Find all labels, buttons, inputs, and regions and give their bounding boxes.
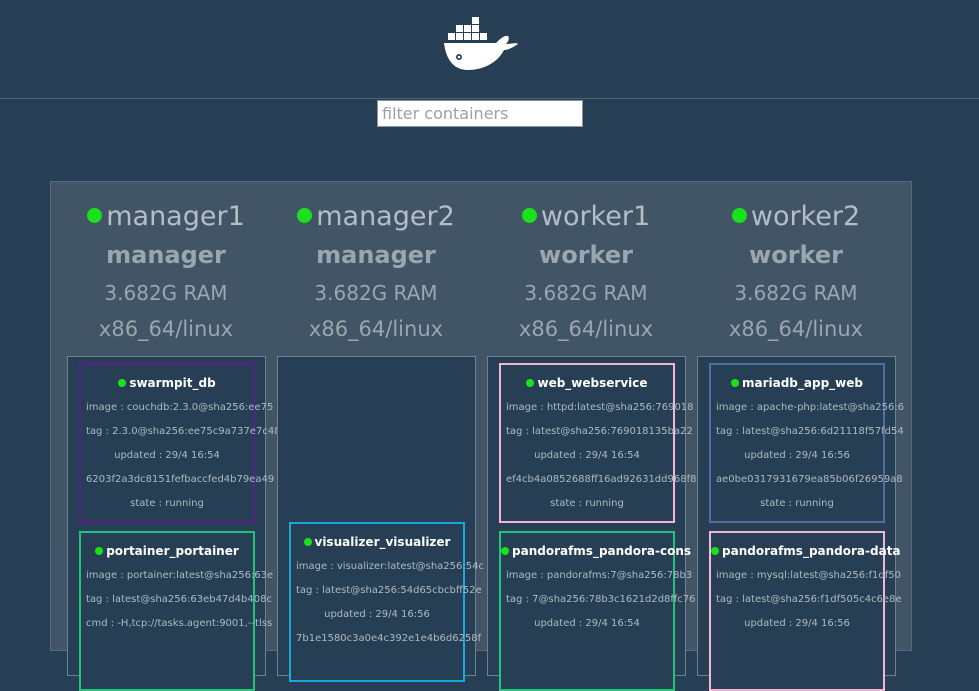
task-status-dot bbox=[303, 537, 312, 546]
node-task-list: swarmpit_db image : couchdb:2.3.0@sha256… bbox=[67, 356, 281, 691]
node-arch: x86_64/linux bbox=[518, 317, 654, 341]
task-name: pandorafms_pandora-data bbox=[722, 544, 901, 558]
node-role: worker bbox=[539, 241, 633, 269]
task-image: image : mysql:latest@sha256:f1df50 bbox=[716, 570, 901, 581]
task-card-portainer[interactable]: portainer_portainer image : portainer:la… bbox=[79, 531, 274, 691]
node-task-list: mariadb_app_web image : apache-php:lates… bbox=[697, 356, 905, 691]
task-card-pandora-data[interactable]: pandorafms_pandora-data image : mysql:la… bbox=[709, 531, 902, 691]
node-status-dot bbox=[731, 208, 747, 223]
task-name: swarmpit_db bbox=[129, 376, 216, 390]
task-updated: updated : 29/4 16:54 bbox=[534, 618, 640, 629]
task-image: image : portainer:latest@sha256:63e bbox=[86, 570, 274, 581]
filter-containers-input[interactable] bbox=[377, 100, 583, 127]
task-status-dot bbox=[711, 546, 719, 555]
node-status-dot bbox=[521, 208, 537, 223]
task-status-dot bbox=[501, 546, 509, 555]
node-arch: x86_64/linux bbox=[728, 317, 864, 341]
task-status-dot bbox=[95, 546, 104, 555]
task-id: 6203f2a3dc8151fefbaccfed4b79ea49 bbox=[86, 474, 275, 485]
node-status-dot bbox=[297, 208, 313, 223]
task-state: state : running bbox=[760, 498, 834, 509]
task-state: state : running bbox=[130, 498, 204, 509]
docker-whale-icon bbox=[444, 17, 518, 70]
node-role: manager bbox=[316, 241, 436, 269]
node-ram: 3.682G RAM bbox=[524, 281, 648, 305]
task-image: image : pandorafms:7@sha256:78b3 bbox=[506, 570, 693, 581]
task-tag: tag : latest@sha256:54d65cbcbff52e bbox=[296, 585, 482, 596]
task-name: visualizer_visualizer bbox=[314, 535, 451, 549]
task-state: state : running bbox=[550, 498, 624, 509]
node-worker2: worker2 worker 3.682G RAM x86_64/linux m… bbox=[691, 182, 904, 691]
task-tag: tag : 2.3.0@sha256:ee75c9a737e7c48 bbox=[86, 426, 281, 437]
task-name: portainer_portainer bbox=[106, 544, 239, 558]
node-arch: x86_64/linux bbox=[308, 317, 444, 341]
task-name: mariadb_app_web bbox=[741, 376, 863, 390]
task-image: image : visualizer:latest@sha256:54c bbox=[296, 561, 484, 572]
task-id: 7b1e1580c3a0e4c392e1e4b6d6258f bbox=[296, 633, 482, 644]
task-updated: updated : 29/4 16:56 bbox=[324, 609, 430, 620]
task-image: image : couchdb:2.3.0@sha256:ee75 bbox=[86, 402, 274, 413]
task-name: pandorafms_pandora-cons bbox=[512, 544, 692, 558]
node-ram: 3.682G RAM bbox=[314, 281, 438, 305]
node-name: worker2 bbox=[750, 201, 861, 232]
node-arch: x86_64/linux bbox=[98, 317, 234, 341]
node-task-list: visualizer_visualizer image : visualizer… bbox=[277, 356, 484, 682]
node-name: manager1 bbox=[106, 201, 245, 232]
task-id: ae0be0317931679ea85b06f26959a8 bbox=[716, 474, 903, 485]
task-name: web_webservice bbox=[537, 376, 648, 390]
node-name: manager2 bbox=[316, 201, 455, 232]
node-task-list: web_webservice image : httpd:latest@sha2… bbox=[487, 356, 697, 691]
node-role: manager bbox=[106, 241, 226, 269]
node-role: worker bbox=[749, 241, 843, 269]
node-status-dot bbox=[87, 208, 103, 223]
node-name: worker1 bbox=[540, 201, 651, 232]
node-ram: 3.682G RAM bbox=[734, 281, 858, 305]
task-tag: tag : latest@sha256:f1df505c4c6e8e bbox=[716, 594, 902, 605]
node-manager1: manager1 manager 3.682G RAM x86_64/linux… bbox=[61, 182, 281, 691]
task-updated: updated : 29/4 16:54 bbox=[114, 450, 220, 461]
task-card-swarmpit-db[interactable]: swarmpit_db image : couchdb:2.3.0@sha256… bbox=[79, 363, 281, 523]
node-manager2: manager2 manager 3.682G RAM x86_64/linux… bbox=[271, 182, 484, 682]
swarm-cluster: manager1 manager 3.682G RAM x86_64/linux… bbox=[50, 181, 912, 691]
task-tag: tag : latest@sha256:769018135ba22 bbox=[506, 426, 693, 437]
node-worker1: worker1 worker 3.682G RAM x86_64/linux w… bbox=[481, 182, 696, 691]
header bbox=[0, 0, 979, 99]
task-updated: updated : 29/4 16:56 bbox=[744, 450, 850, 461]
task-card-web-webservice[interactable]: web_webservice image : httpd:latest@sha2… bbox=[499, 363, 697, 523]
task-image: image : httpd:latest@sha256:769018 bbox=[506, 402, 694, 413]
node-ram: 3.682G RAM bbox=[104, 281, 228, 305]
task-image: image : apache-php:latest@sha256:6 bbox=[716, 402, 905, 413]
task-card-pandora-console[interactable]: pandorafms_pandora-cons image : pandoraf… bbox=[499, 531, 696, 691]
task-status-dot bbox=[526, 378, 535, 387]
task-updated: updated : 29/4 16:54 bbox=[534, 450, 640, 461]
task-updated: updated : 29/4 16:56 bbox=[744, 618, 850, 629]
task-tag: tag : 7@sha256:78b3c1621d2d8ffc76 bbox=[506, 594, 696, 605]
task-id: ef4cb4a0852688ff16ad92631dd968f8 bbox=[506, 474, 697, 485]
task-tag: tag : latest@sha256:63eb47d4b408c bbox=[86, 594, 272, 605]
task-status-dot bbox=[118, 378, 127, 387]
task-status-dot bbox=[730, 378, 739, 387]
task-card-visualizer[interactable]: visualizer_visualizer image : visualizer… bbox=[289, 522, 484, 682]
task-tag: tag : latest@sha256:6d21118f57fd54 bbox=[716, 426, 904, 437]
task-card-mariadb-app-web[interactable]: mariadb_app_web image : apache-php:lates… bbox=[709, 363, 905, 523]
task-cmd: cmd : -H,tcp://tasks.agent:9001,--tlss bbox=[86, 618, 273, 629]
